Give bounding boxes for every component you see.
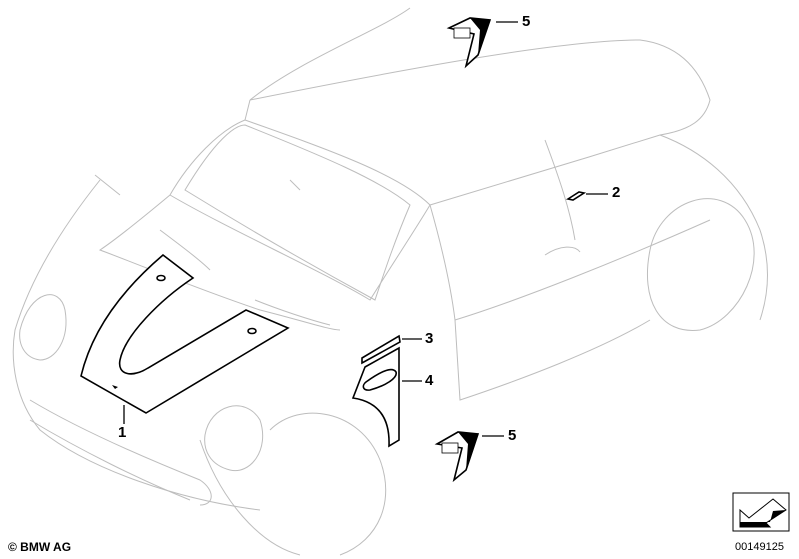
callout-4[interactable]: 4 <box>425 372 434 389</box>
part-5-emblem-top[interactable] <box>446 17 492 69</box>
part-1-hood-stripe[interactable] <box>80 253 290 414</box>
callout-5-top[interactable]: 5 <box>522 13 531 30</box>
copyright-text: © BMW AG <box>8 540 72 554</box>
diagram-number: 00149125 <box>735 541 784 553</box>
callout-1[interactable]: 1 <box>118 424 127 441</box>
callout-3[interactable]: 3 <box>425 330 434 347</box>
arrow-down-left-icon[interactable] <box>732 492 790 532</box>
part-3-fender-stripe[interactable] <box>361 334 401 365</box>
part-2-sticker[interactable] <box>565 191 587 201</box>
part-5-emblem-bottom[interactable] <box>434 431 480 483</box>
callout-5-bottom[interactable]: 5 <box>508 427 517 444</box>
callout-2[interactable]: 2 <box>612 184 621 201</box>
part-4-fender-panel[interactable] <box>351 346 400 448</box>
car-outline <box>12 7 768 556</box>
